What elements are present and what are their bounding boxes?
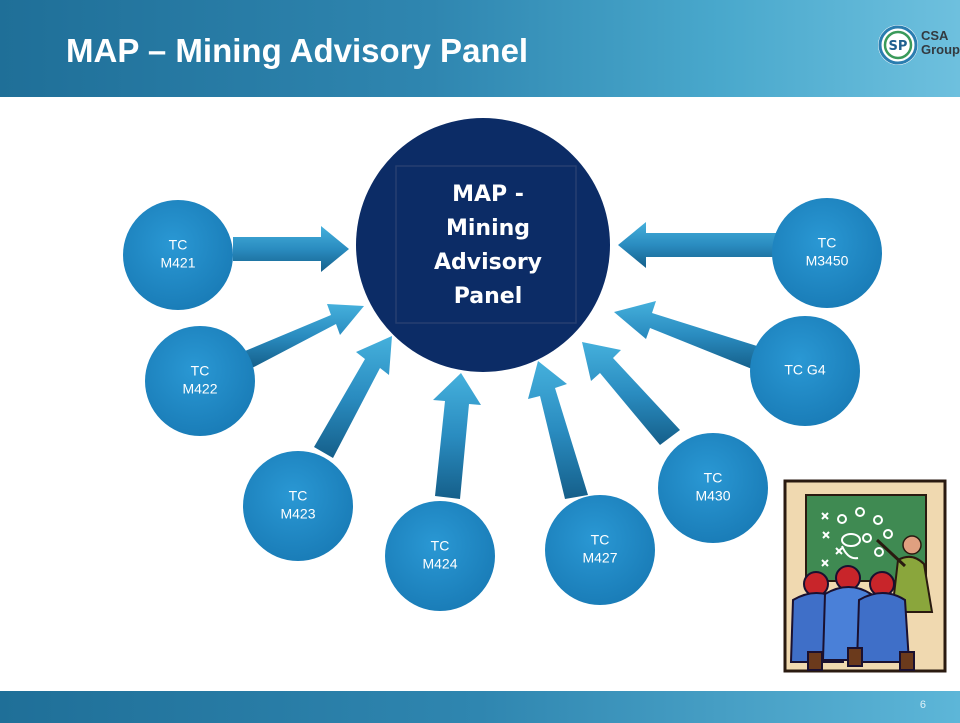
node-m423-label: TC M423 [280,488,315,522]
node-m423-label-line-2: M423 [280,506,315,522]
center-label-line-1: MAP - [452,182,524,207]
node-m3450: TC M3450 [772,198,882,308]
team-meeting-chalkboard-icon [783,479,947,673]
footer-bar: 6 [0,691,960,723]
node-m421-label-line-2: M421 [160,255,195,271]
node-m422-label: TC M422 [182,363,217,397]
node-m421-label-line-1: TC [169,237,188,253]
page-number: 6 [919,699,926,711]
node-m430: TC M430 [658,433,768,543]
slide-title: MAP – Mining Advisory Panel [66,32,529,69]
node-m430-label: TC M430 [695,470,730,504]
csa-group-logo: SP CSA Group [877,22,960,70]
node-m423-label-line-1: TC [289,488,308,504]
center-label-line-3: Advisory [434,250,542,275]
arrow-from-m3450 [618,222,777,268]
node-m422: TC M422 [145,326,255,436]
node-m422-label-line-1: TC [191,363,210,379]
arrow-from-m423 [314,336,392,458]
node-m427-label-line-1: TC [591,532,610,548]
node-m3450-label-line-1: TC [818,235,837,251]
header-bar: MAP – Mining Advisory Panel SP CSA Group [0,0,960,97]
node-m424-label-line-1: TC [431,538,450,554]
node-m423: TC M423 [243,451,353,561]
arrow-from-g4 [614,301,757,369]
node-m427-label-line-2: M427 [582,550,617,566]
arrow-from-m421 [233,226,349,272]
center-label-line-2: Mining [446,216,530,241]
center-label-line-4: Panel [454,284,523,309]
arrow-from-m424 [433,373,481,499]
logo-seal-text: SP [889,39,908,54]
arrow-group [233,222,777,499]
node-m430-label-line-1: TC [704,470,723,486]
node-m427-label: TC M427 [582,532,617,566]
csa-seal-icon: SP [878,25,918,65]
arrow-from-m427 [528,361,588,499]
arrow-from-m422 [245,304,364,368]
node-m424-label-line-2: M424 [422,556,457,572]
node-m427: TC M427 [545,495,655,605]
node-m422-label-line-2: M422 [182,381,217,397]
node-g4-label: TC G4 [784,362,825,378]
node-m424: TC M424 [385,501,495,611]
logo-line-2: Group [921,42,960,57]
node-m430-label-line-2: M430 [695,488,730,504]
node-m421-label: TC M421 [160,237,195,271]
node-g4: TC G4 [750,316,860,426]
node-m421: TC M421 [123,200,233,310]
node-g4-label-line-1: TC G4 [784,362,825,378]
logo-wordmark: CSA Group [921,29,960,57]
node-m424-label: TC M424 [422,538,457,572]
node-m3450-label-line-2: M3450 [806,253,849,269]
node-m3450-label: TC M3450 [806,235,849,269]
logo-line-1: CSA [921,28,949,43]
arrow-from-m430 [582,342,680,445]
